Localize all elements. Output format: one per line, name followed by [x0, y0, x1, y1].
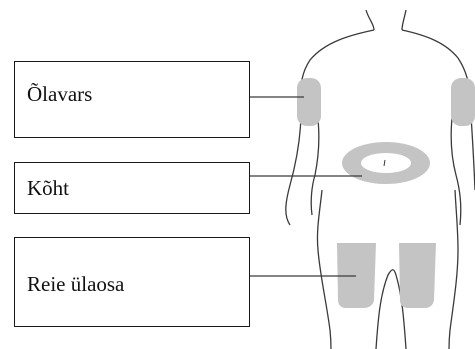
upper-arm-right-area: [451, 78, 475, 126]
neck-outline-right: [402, 10, 406, 30]
thigh-label-box: Reie ülaosa: [14, 237, 250, 327]
hip-left-outline: [317, 190, 331, 349]
upper-arm-label: Õlavars: [27, 82, 92, 107]
abdomen-area-inner: [361, 153, 411, 173]
thigh-label: Reie ülaosa: [27, 272, 124, 297]
hip-right-outline: [449, 190, 458, 349]
abdomen-label-box: Kõht: [14, 162, 250, 214]
torso-left-outline: [286, 30, 374, 225]
arm-inner-left-outline: [311, 120, 319, 215]
thigh-right-area: [399, 243, 436, 308]
upper-arm-label-box: Õlavars: [14, 61, 250, 138]
neck-outline: [366, 10, 374, 30]
abdomen-label: Kõht: [27, 176, 69, 201]
upper-arm-left-area: [297, 78, 321, 126]
